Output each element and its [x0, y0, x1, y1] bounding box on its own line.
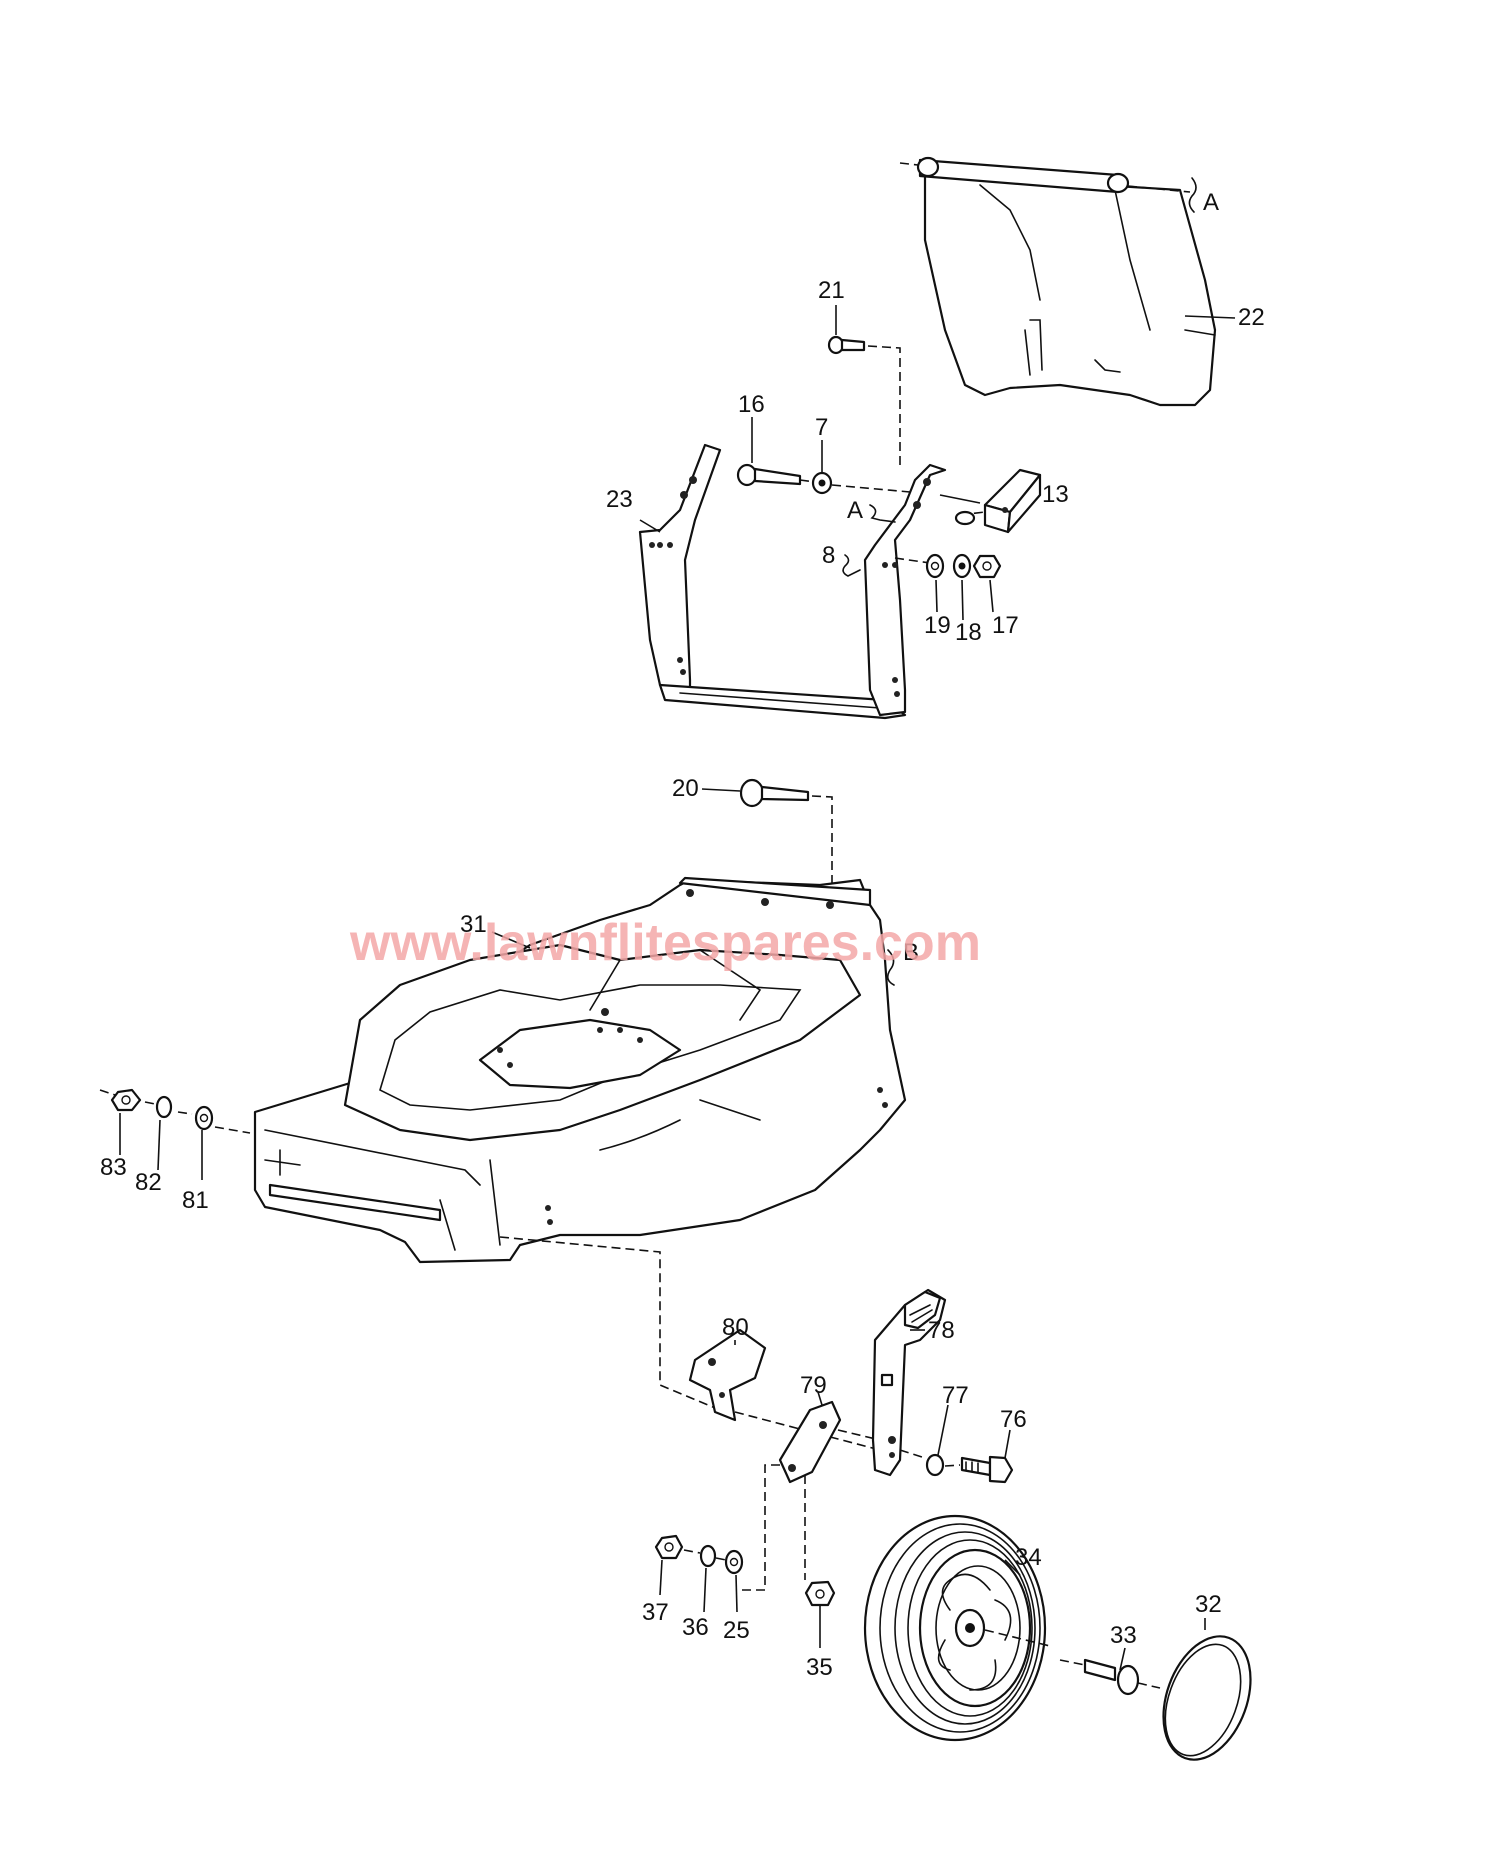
bolt-16 — [736, 463, 816, 487]
callout-25: 25 — [723, 1617, 750, 1644]
callout-16: 16 — [738, 391, 765, 418]
height-plate-80 — [688, 1328, 767, 1422]
mower-deck — [214, 876, 907, 1451]
callout-82: 82 — [135, 1169, 162, 1196]
callout-79: 79 — [800, 1372, 827, 1399]
callout-7: 7 — [815, 414, 828, 441]
callout-22: 22 — [1238, 304, 1265, 331]
callout-34: 34 — [1015, 1544, 1042, 1571]
callout-36: 36 — [682, 1614, 709, 1641]
washer-19 — [894, 553, 945, 579]
callout-76: 76 — [1000, 1406, 1027, 1433]
lock-washer-18 — [952, 553, 972, 579]
lock-washer-82 — [144, 1095, 173, 1119]
callout-labels: 21 22 A 16 7 23 13 A 8 19 18 17 20 31 B … — [100, 189, 1265, 1681]
callout-8: 8 — [822, 542, 835, 569]
axle-bolt-33 — [1059, 1658, 1161, 1696]
callout-31: 31 — [460, 911, 487, 938]
callout-33: 33 — [1110, 1622, 1137, 1649]
nut-37 — [654, 1534, 701, 1560]
callout-21: 21 — [818, 277, 845, 304]
callout-80: 80 — [722, 1314, 749, 1341]
callout-A-top: A — [1203, 189, 1219, 216]
callout-19: 19 — [924, 612, 951, 639]
wheel-34 — [863, 1514, 1051, 1742]
callout-17: 17 — [992, 612, 1019, 639]
callout-20: 20 — [672, 775, 699, 802]
nut-17 — [972, 554, 1002, 579]
callout-37: 37 — [642, 1599, 669, 1626]
callout-35: 35 — [806, 1654, 833, 1681]
height-lever-78 — [871, 1288, 947, 1477]
callout-81: 81 — [182, 1187, 209, 1214]
callout-32: 32 — [1195, 1591, 1222, 1618]
grass-catcher — [899, 156, 1217, 407]
callout-13: 13 — [1042, 481, 1069, 508]
washer-77 — [899, 1449, 945, 1477]
washer-81 — [177, 1105, 214, 1131]
leader-lines — [119, 305, 1236, 1671]
washer-25 — [724, 1549, 744, 1575]
hub-cap-32 — [1162, 1635, 1252, 1761]
bolt-76 — [944, 1455, 1014, 1484]
bolt-20 — [739, 778, 833, 985]
nut-35 — [804, 1580, 836, 1607]
callout-83: 83 — [100, 1154, 127, 1181]
callout-78: 78 — [928, 1317, 955, 1344]
screw-21 — [827, 335, 901, 470]
callout-77: 77 — [942, 1382, 969, 1409]
watermark: www.lawnflitespares.com — [349, 914, 981, 972]
callout-A-mid: A — [847, 497, 863, 524]
callout-23: 23 — [606, 486, 633, 513]
nut-7 — [811, 471, 911, 495]
nut-83 — [99, 1088, 142, 1112]
callout-18: 18 — [955, 619, 982, 646]
clip-13 — [939, 468, 1042, 534]
lock-washer-36 — [699, 1544, 727, 1568]
axle-bracket-79 — [740, 1400, 881, 1591]
callout-B: B — [903, 939, 919, 966]
handle-frame — [638, 443, 947, 720]
